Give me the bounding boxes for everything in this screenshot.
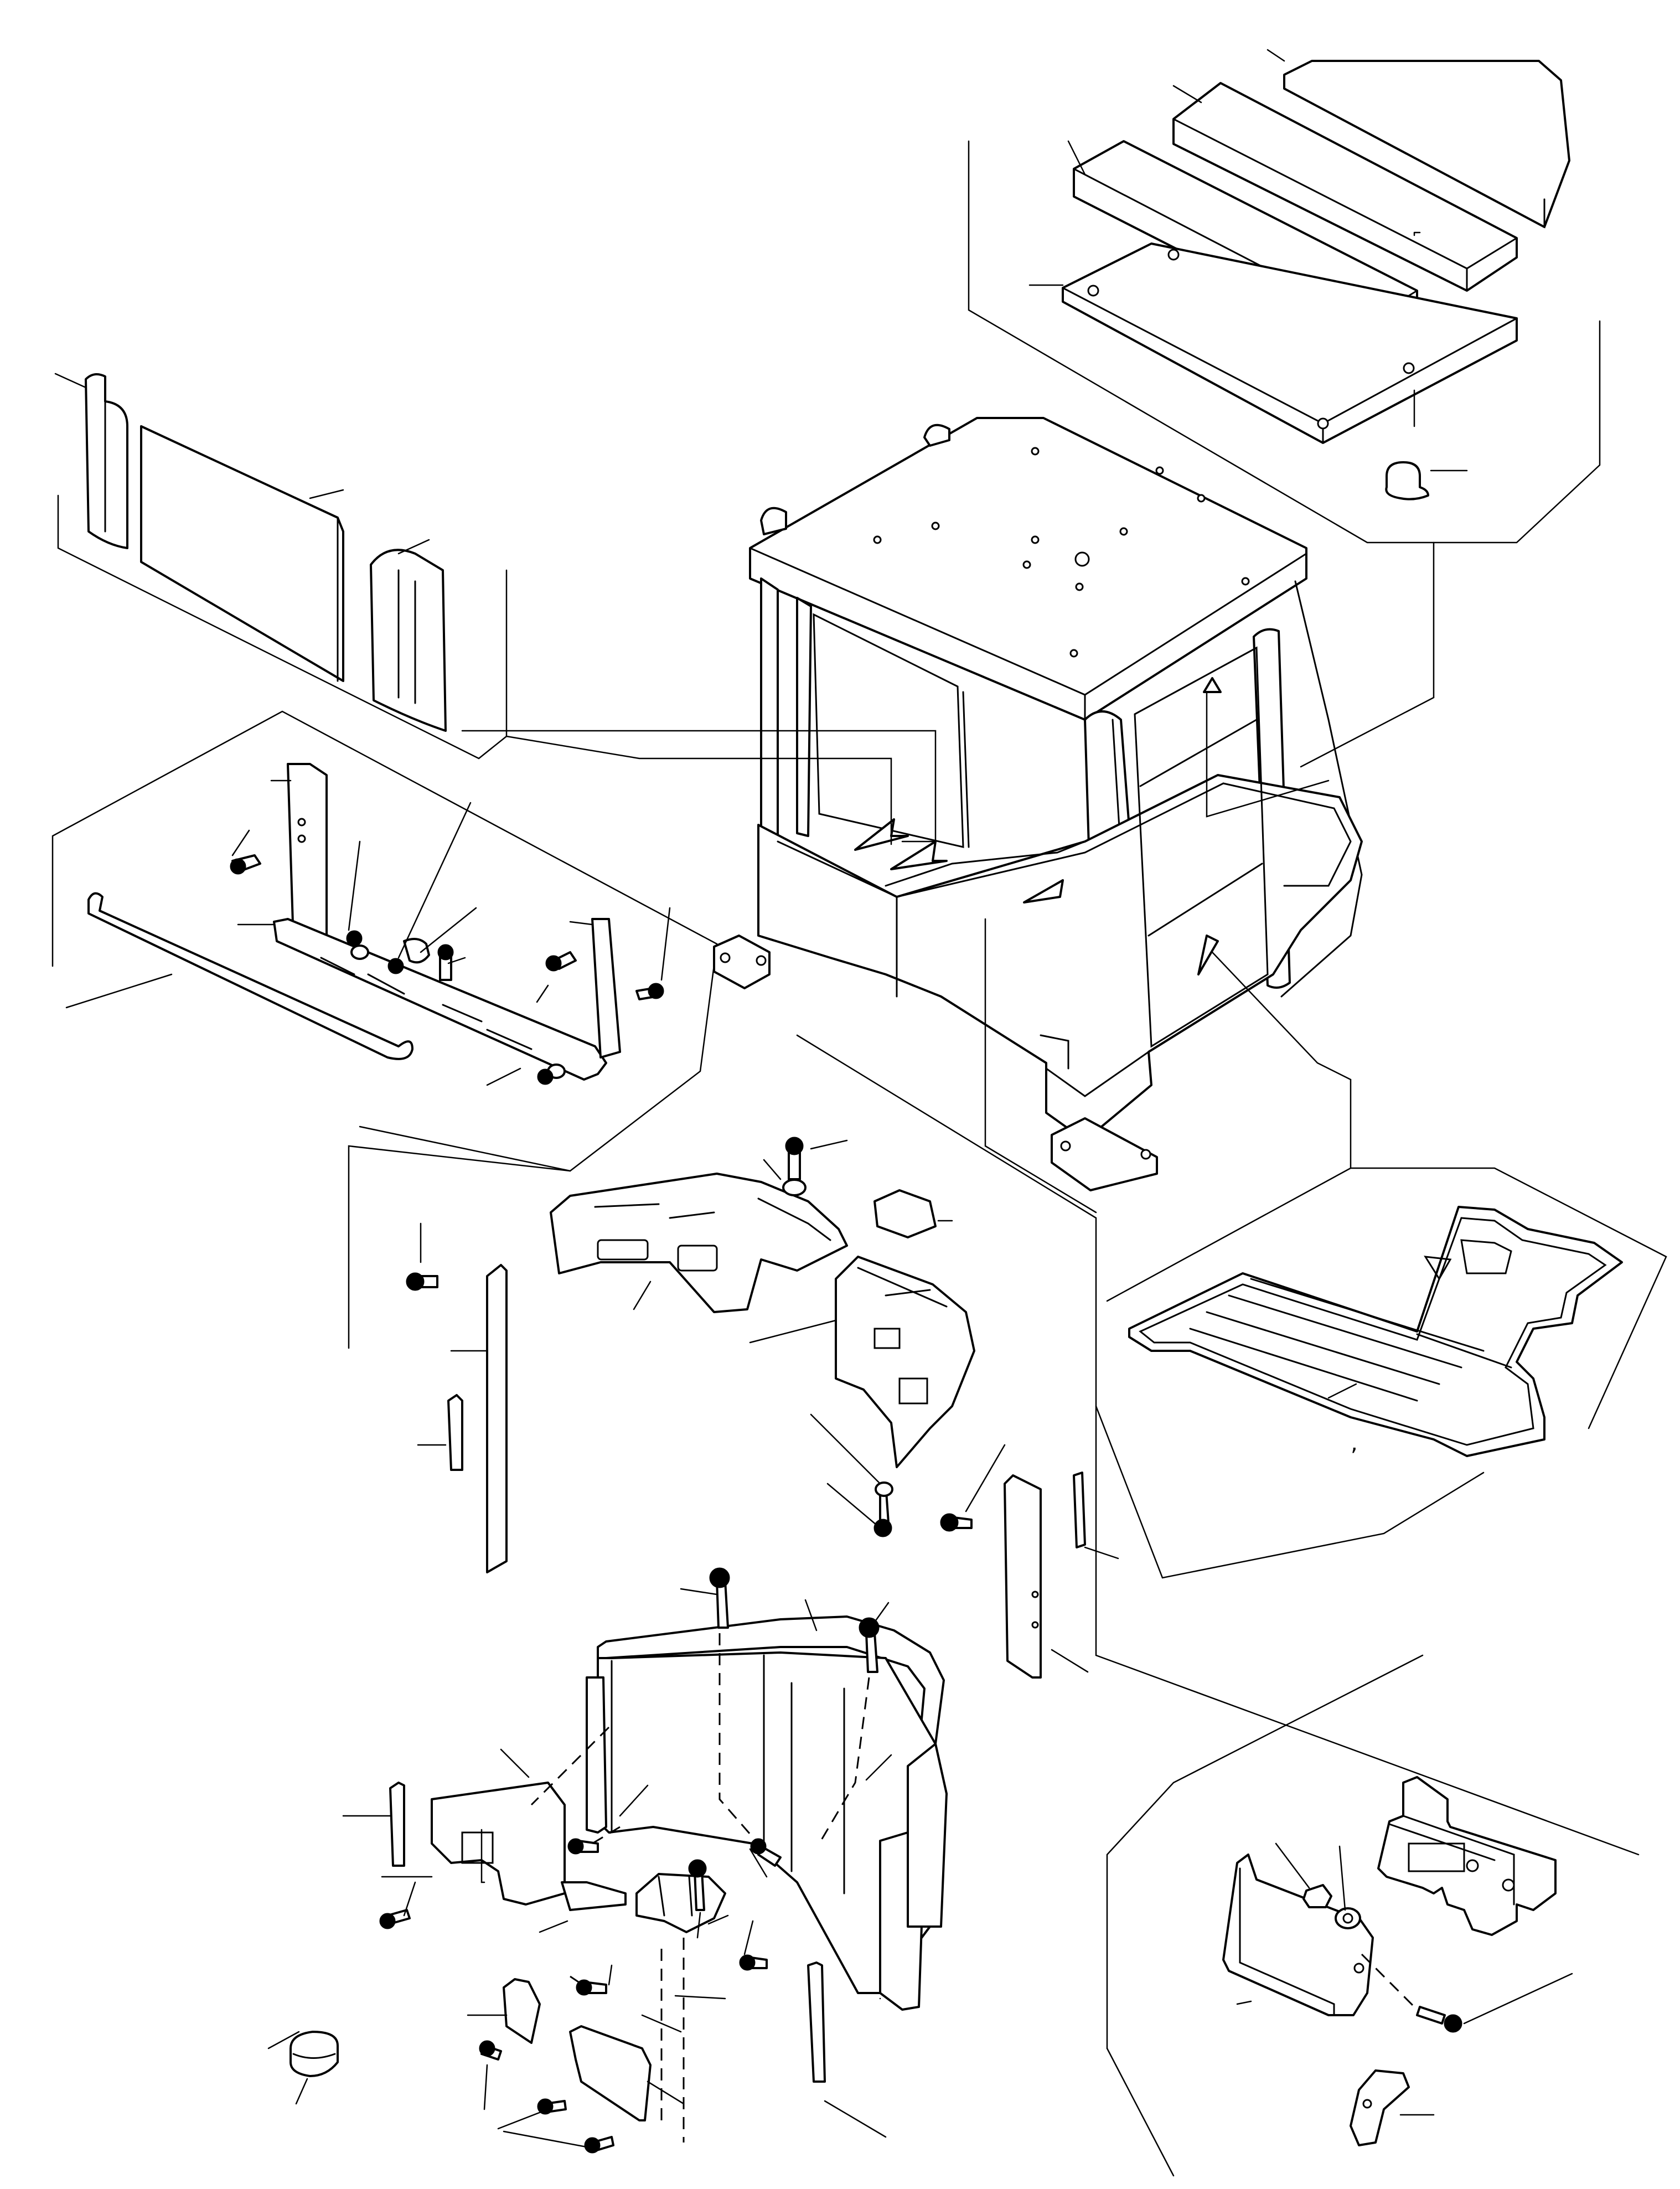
dash-parts xyxy=(406,1137,1119,1679)
side-trim-strip xyxy=(486,1264,508,1573)
rubber-stopper xyxy=(403,938,430,964)
bolt xyxy=(865,1632,878,1673)
bolt xyxy=(788,1150,801,1180)
console-right-shell xyxy=(907,1743,948,1928)
arrow-indicator xyxy=(1023,879,1064,904)
roof-pad-middle xyxy=(1172,82,1518,292)
cab-frame xyxy=(461,417,1435,1214)
annotation-mark: , xyxy=(1351,1431,1358,1456)
console-end-cap xyxy=(586,1676,607,1834)
rear-bar-parts xyxy=(65,763,671,1086)
floor-mat xyxy=(1128,1206,1623,1457)
roof-base-plate xyxy=(1062,242,1518,444)
washer xyxy=(782,1179,807,1196)
nut xyxy=(1302,1884,1332,1908)
corner-trim-left xyxy=(85,373,128,549)
corner-trim-right xyxy=(370,549,447,732)
lower-kick-plate xyxy=(569,2025,652,2121)
step-bar xyxy=(273,918,607,1081)
dash-vent-cap xyxy=(873,1189,937,1238)
edge-seal-small xyxy=(389,1782,405,1867)
side-cover-left xyxy=(431,1782,566,1906)
rear-panel-parts xyxy=(54,373,447,732)
mount-foot-right xyxy=(1051,1117,1158,1191)
roof-parts xyxy=(1028,49,1570,500)
washer xyxy=(875,1481,893,1497)
arrow-indicator xyxy=(1203,677,1222,693)
arrow-indicator xyxy=(1197,935,1219,975)
rear-grab-bar xyxy=(87,892,413,1060)
step-bracket-right xyxy=(591,918,621,1059)
mount-foot-left xyxy=(713,935,771,989)
console-bracket xyxy=(561,1881,627,1911)
group-boundaries xyxy=(51,140,1667,2177)
arrow-indicator xyxy=(890,840,948,870)
hinge-plate xyxy=(503,1978,541,2044)
catch-bracket xyxy=(1377,1776,1557,1936)
dash-panel-upper xyxy=(550,1173,848,1313)
floor-mat-parts: , xyxy=(1128,1206,1623,1457)
catch-cover xyxy=(1222,1854,1374,2016)
seat-stopper xyxy=(290,2031,339,2077)
door-catch-parts xyxy=(1222,1776,1573,2146)
cab-lower-body xyxy=(757,774,1363,1142)
door-pillar-trim xyxy=(1004,1474,1042,1679)
lifting-eye-left xyxy=(760,507,787,535)
edge-seal-small xyxy=(447,1394,463,1471)
cab-roof xyxy=(749,417,1307,721)
roof-cap-plug xyxy=(1385,461,1429,500)
mount-bracket-vertical xyxy=(287,763,328,942)
cab-pillar-rear-mid xyxy=(796,597,812,837)
edge-seal-small xyxy=(1073,1472,1086,1548)
console-latch-bracket xyxy=(635,1873,726,1933)
cab-pillar-rear-left xyxy=(760,577,779,843)
lifting-eye-right xyxy=(923,424,950,447)
trim-strip-small xyxy=(807,1961,826,2083)
bolt xyxy=(1416,2006,1446,2025)
dash-panel-side xyxy=(835,1256,975,1468)
rear-panel-pad xyxy=(140,425,344,682)
striker-plate xyxy=(1350,2069,1410,2146)
washer xyxy=(350,944,369,960)
console-parts xyxy=(267,1567,948,2154)
